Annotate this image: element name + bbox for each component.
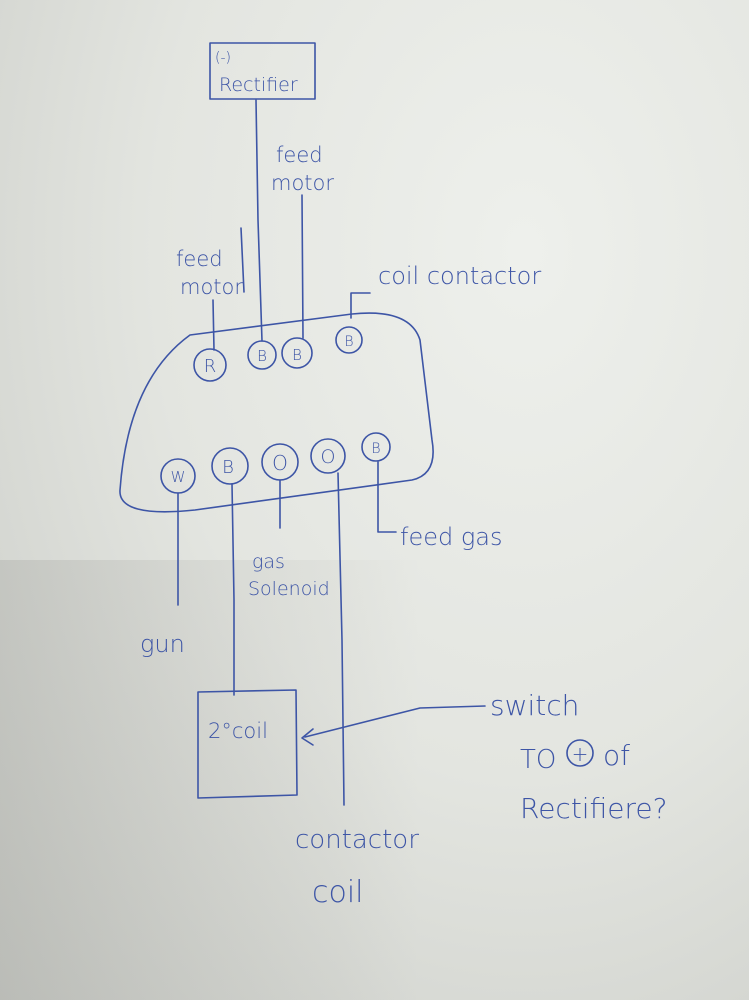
- gas-solenoid-label-1: gas: [252, 551, 285, 573]
- gas-solenoid-label-2: Solenoid: [248, 578, 330, 600]
- feed-motor-left-label-1: feed: [176, 247, 223, 271]
- pin-label: O: [272, 451, 288, 475]
- wire-feed-gas: [377, 461, 397, 533]
- pin-label: O: [321, 446, 336, 468]
- pin-label: B: [371, 441, 380, 457]
- secondary-coil-label: 2°coil: [208, 719, 268, 743]
- to-label: TO: [520, 745, 556, 775]
- plus-circle-icon: +: [566, 739, 594, 767]
- wire-secondary-coil: [231, 483, 235, 696]
- contactor-label: contactor: [295, 825, 419, 855]
- pin-top-4: B: [335, 326, 363, 354]
- wire-feed-motor-top: [301, 194, 304, 339]
- gun-label: gun: [140, 630, 185, 658]
- plus-symbol: +: [572, 742, 589, 766]
- pin-label: B: [344, 334, 353, 350]
- pin-label: R: [204, 356, 217, 377]
- coil-label: coil: [312, 875, 364, 910]
- pin-top-1: R: [193, 348, 227, 382]
- feed-motor-top-label-2: motor: [271, 171, 334, 195]
- of-label: of: [603, 739, 630, 772]
- pin-top-3: B: [281, 337, 313, 369]
- switch-arrow-line: [304, 705, 486, 738]
- switch-label: switch: [490, 689, 579, 722]
- wire-feed-motor-left: [212, 299, 215, 351]
- pin-bottom-3: O: [261, 443, 299, 481]
- wire-coil-contactor: [350, 292, 371, 319]
- wire-contactor-coil: [337, 472, 345, 806]
- pin-label: B: [292, 346, 302, 364]
- pin-label: W: [171, 468, 186, 486]
- arrow-head-icon: [301, 728, 314, 746]
- rectifier-polarity: (-): [215, 50, 231, 66]
- connector-body: [119, 312, 434, 513]
- coil-contactor-label: coil contactor: [378, 262, 541, 290]
- pin-bottom-4: O: [310, 438, 346, 474]
- pin-top-2: B: [247, 340, 277, 370]
- rectifier-box: (-) Rectifier: [209, 42, 316, 100]
- secondary-coil-box: 2°coil: [197, 689, 298, 799]
- wire-rectifier-to-b: [255, 99, 263, 342]
- rectifier-label: Rectifier: [219, 74, 298, 96]
- pin-label: B: [222, 457, 234, 478]
- feed-motor-top-label-1: feed: [276, 143, 323, 167]
- feed-motor-left-label-2: motor: [180, 275, 243, 299]
- feed-gas-label: feed gas: [400, 523, 502, 551]
- pin-label: B: [257, 347, 267, 365]
- pin-bottom-2: B: [211, 447, 249, 485]
- stroke-mark: [240, 227, 245, 293]
- pin-bottom-5: B: [361, 432, 391, 462]
- rectifiere-label: Rectifiere?: [520, 792, 667, 825]
- shadow: [0, 560, 420, 1000]
- pin-bottom-1: W: [160, 458, 196, 494]
